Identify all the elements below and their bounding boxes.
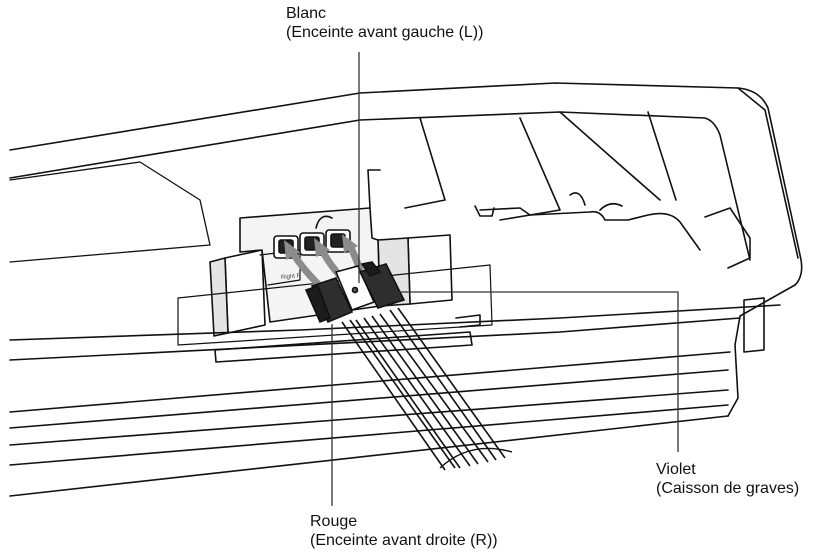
label-white-connector: Blanc (Enceinte avant gauche (L)) [286, 4, 483, 42]
label-white-description: (Enceinte avant gauche (L)) [286, 24, 484, 41]
label-violet-description: (Caisson de graves) [656, 480, 800, 497]
white-plug [334, 265, 376, 312]
label-violet-connector: Violet (Caisson de graves) [656, 460, 799, 498]
label-white-color: Blanc [286, 5, 327, 22]
device-right-corner [737, 87, 799, 259]
leader-lines [331, 52, 679, 506]
label-red-connector: Rouge (Enceinte avant droite (R)) [310, 512, 498, 550]
leader-line-violet [388, 291, 679, 452]
speaker-cables [341, 307, 513, 471]
device-inner-panel [9, 111, 751, 261]
red-plug [304, 277, 354, 324]
label-red-color: Rouge [310, 513, 358, 530]
device-front-face [9, 415, 729, 497]
label-red-description: (Enceinte avant droite (R)) [310, 532, 498, 549]
label-violet-color: Violet [656, 461, 696, 478]
violet-plug [358, 261, 406, 309]
